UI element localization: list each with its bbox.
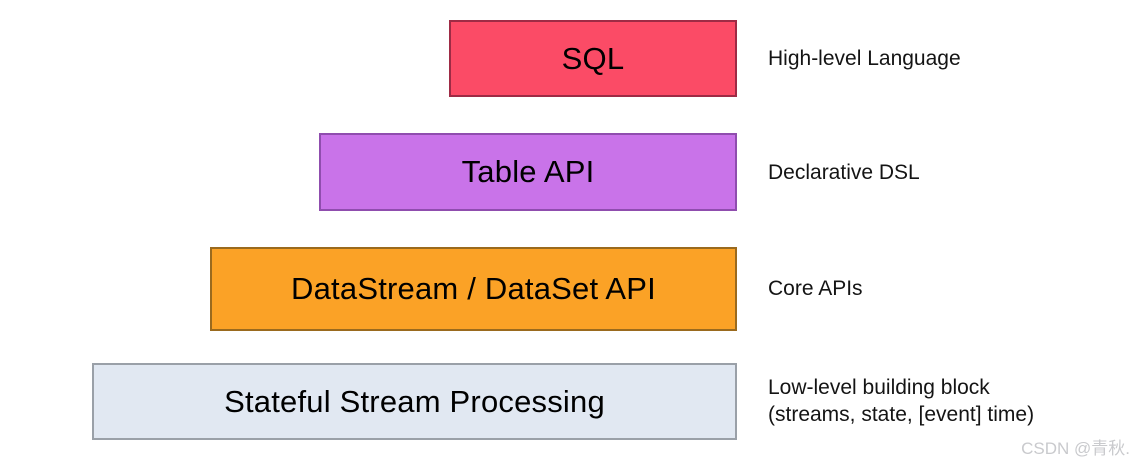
- note-line: High-level Language: [768, 47, 961, 70]
- note-line: Declarative DSL: [768, 161, 920, 184]
- csdn-watermark: CSDN @青秋.: [1021, 439, 1130, 458]
- layer-note-sql: High-level Language: [768, 45, 961, 72]
- layer-note-table-api: Declarative DSL: [768, 159, 920, 186]
- note-line: (streams, state, [event] time): [768, 403, 1035, 426]
- layer-box-sql: SQL: [449, 20, 737, 97]
- layer-box-datastream-dataset-api: DataStream / DataSet API: [210, 247, 737, 331]
- layer-box-stateful-stream-processing: Stateful Stream Processing: [92, 363, 737, 440]
- layer-label-datastream-dataset-api: DataStream / DataSet API: [291, 271, 656, 306]
- layer-label-stateful-stream-processing: Stateful Stream Processing: [224, 383, 605, 419]
- layer-note-datastream-dataset-api: Core APIs: [768, 275, 863, 302]
- layer-box-table-api: Table API: [319, 133, 737, 211]
- layer-note-stateful-stream-processing: Low-level building block (streams, state…: [768, 374, 1034, 428]
- layer-label-sql: SQL: [561, 40, 625, 76]
- layer-label-table-api: Table API: [461, 154, 595, 189]
- note-line: Core APIs: [768, 277, 863, 300]
- note-line: Low-level building block: [768, 376, 990, 399]
